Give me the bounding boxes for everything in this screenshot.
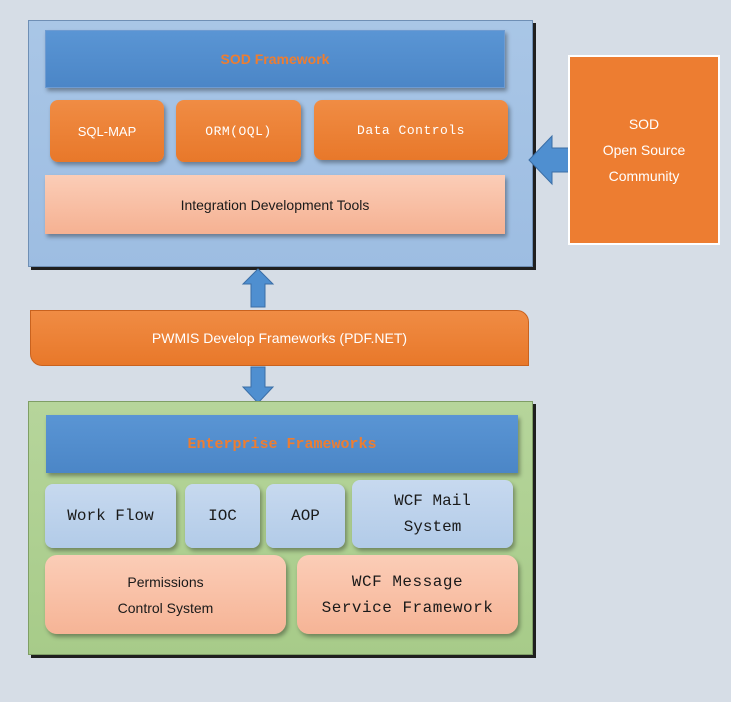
- wcf-message-line1: WCF Message: [351, 572, 464, 591]
- pwmis-framework-bar: PWMIS Develop Frameworks (PDF.NET): [30, 310, 529, 366]
- community-line3: Community: [608, 168, 680, 184]
- permissions-line1: Permissions: [127, 573, 204, 590]
- permissions-box: Permissions Control System: [45, 555, 286, 634]
- data-controls-box: Data Controls: [314, 100, 508, 160]
- arrow-left-icon: [528, 134, 571, 186]
- enterprise-title: Enterprise Frameworks: [46, 415, 518, 473]
- wcf-mail-line2: System: [403, 518, 462, 536]
- wcf-message-box: WCF Message Service Framework: [297, 555, 518, 634]
- sod-community-box: SOD Open Source Community: [568, 55, 720, 245]
- arrow-down-icon: [241, 366, 275, 404]
- community-line1: SOD: [628, 116, 660, 132]
- work-flow-box: Work Flow: [45, 484, 176, 548]
- sod-framework-title: SOD Framework: [45, 30, 505, 88]
- sql-map-box: SQL-MAP: [50, 100, 164, 162]
- permissions-line2: Control System: [117, 599, 214, 616]
- arrow-up-icon: [241, 268, 275, 308]
- orm-oql-box: ORM(OQL): [176, 100, 301, 162]
- wcf-mail-box: WCF Mail System: [352, 480, 513, 548]
- community-line2: Open Source: [602, 142, 686, 158]
- integration-tools-bar: Integration Development Tools: [45, 175, 505, 234]
- wcf-mail-line1: WCF Mail: [394, 492, 471, 510]
- wcf-message-line2: Service Framework: [321, 598, 494, 617]
- aop-box: AOP: [266, 484, 345, 548]
- ioc-box: IOC: [185, 484, 260, 548]
